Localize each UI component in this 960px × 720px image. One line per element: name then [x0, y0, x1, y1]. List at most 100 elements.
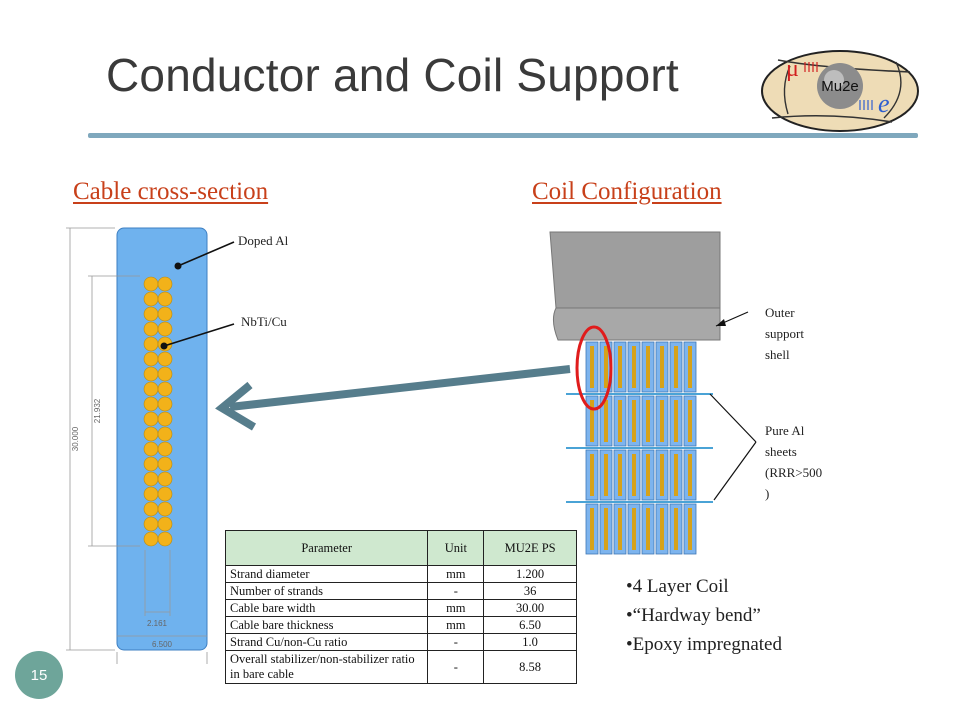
strand-circle	[157, 501, 173, 517]
mu2e-logo: Mu2e μ e	[761, 50, 919, 132]
title-underline	[88, 133, 918, 138]
coil-conductor	[674, 400, 678, 442]
coil-conductor	[618, 400, 622, 442]
strand-circle	[143, 396, 159, 412]
coil-conductor	[674, 508, 678, 550]
strand-circle	[157, 486, 173, 502]
strand-circle	[157, 366, 173, 382]
table-row: Strand Cu/non-Cu ratio-1.0	[224, 633, 577, 651]
strand-circle	[157, 306, 173, 322]
strand-circle	[157, 381, 173, 397]
strand-circle	[143, 336, 159, 352]
strand-circle	[143, 516, 159, 532]
table-row: Overall stabilizer/non-stabilizer ratio …	[224, 650, 577, 684]
coil-conductor	[590, 454, 594, 496]
strand-circle	[143, 441, 159, 457]
coil-conductor	[660, 400, 664, 442]
strand-circle	[157, 276, 173, 292]
strand-circle	[143, 306, 159, 322]
coil-conductor	[646, 454, 650, 496]
coil-conductor	[674, 346, 678, 388]
header-parameter: Parameter	[224, 530, 429, 566]
list-item: 4 Layer Coil	[626, 572, 782, 601]
coil-conductor	[604, 400, 608, 442]
coil-conductor	[632, 454, 636, 496]
dim-width-inner: 2.161	[147, 619, 168, 628]
strand-circle	[157, 456, 173, 472]
strand-circle	[143, 411, 159, 427]
list-item: “Hardway bend”	[626, 601, 782, 630]
coil-conductor	[660, 508, 664, 550]
svg-text:μ: μ	[786, 56, 799, 82]
coil-conductor	[618, 454, 622, 496]
dim-width-outer: 6.500	[152, 640, 173, 649]
coil-conductor	[660, 454, 664, 496]
strand-circle	[157, 291, 173, 307]
coil-conductor	[688, 454, 692, 496]
coil-conductor	[590, 508, 594, 550]
label-outer-support-shell: Outer support shell	[765, 305, 804, 362]
coil-layers	[566, 341, 713, 555]
header-unit: Unit	[427, 530, 485, 566]
coil-conductor	[604, 508, 608, 550]
coil-features-list: 4 Layer Coil “Hardway bend” Epoxy impreg…	[626, 572, 782, 659]
strand-circle	[143, 276, 159, 292]
strand-circle	[143, 381, 159, 397]
coil-conductor	[632, 400, 636, 442]
coil-conductor	[660, 346, 664, 388]
page-number-badge: 15	[15, 651, 63, 699]
label-nbti-cu: NbTi/Cu	[241, 314, 287, 329]
strand-circle	[157, 351, 173, 367]
strand-circle	[143, 351, 159, 367]
strand-circle	[143, 531, 159, 547]
coil-conductor	[618, 346, 622, 388]
strand-circle	[143, 456, 159, 472]
dim-height-outer: 30.000	[71, 426, 80, 451]
cable-callout-lines	[160, 241, 235, 350]
coil-conductor	[590, 400, 594, 442]
strand-circle	[157, 441, 173, 457]
header-mu2e-ps: MU2E PS	[483, 530, 577, 566]
label-doped-al: Doped Al	[238, 233, 289, 248]
coil-conductor	[632, 508, 636, 550]
strand-circle	[157, 426, 173, 442]
cable-section-heading: Cable cross-section	[73, 178, 269, 205]
highlight-ellipse	[575, 325, 613, 411]
label-pure-al-sheets: Pure Al sheets (RRR>500 )	[765, 423, 823, 501]
dim-height-inner: 21.932	[93, 398, 102, 423]
list-item: Epoxy impregnated	[626, 630, 782, 659]
strand-circle	[157, 531, 173, 547]
coil-conductor	[646, 508, 650, 550]
coil-conductor	[688, 346, 692, 388]
strand-circle	[143, 486, 159, 502]
coil-conductor	[688, 508, 692, 550]
strand-circle	[143, 501, 159, 517]
strand-circle	[143, 471, 159, 487]
slide-title: Conductor and Coil Support	[106, 49, 679, 101]
strand-circle	[157, 321, 173, 337]
coil-conductor	[632, 346, 636, 388]
strand-circle	[143, 321, 159, 337]
strand-circle	[157, 471, 173, 487]
coil-conductor	[604, 454, 608, 496]
coil-callout-lines	[709, 311, 757, 501]
table-row: Number of strands-36	[224, 582, 577, 600]
svg-text:Mu2e: Mu2e	[821, 78, 859, 95]
strand-circle	[157, 396, 173, 412]
coil-conductor	[688, 400, 692, 442]
coil-configuration-diagram	[549, 231, 721, 555]
coil-config-heading: Coil Configuration	[532, 178, 722, 205]
svg-text:e: e	[878, 89, 890, 118]
coil-conductor	[618, 508, 622, 550]
table-header-row: Parameter Unit MU2E PS	[224, 530, 577, 566]
cable-cross-section-diagram: 30.000 21.932 2.161 6.500	[66, 227, 208, 664]
strand-circle	[143, 291, 159, 307]
coil-conductor	[590, 346, 594, 388]
strand-circle	[157, 411, 173, 427]
pointer-arrow	[215, 365, 571, 431]
strand-circle	[143, 426, 159, 442]
